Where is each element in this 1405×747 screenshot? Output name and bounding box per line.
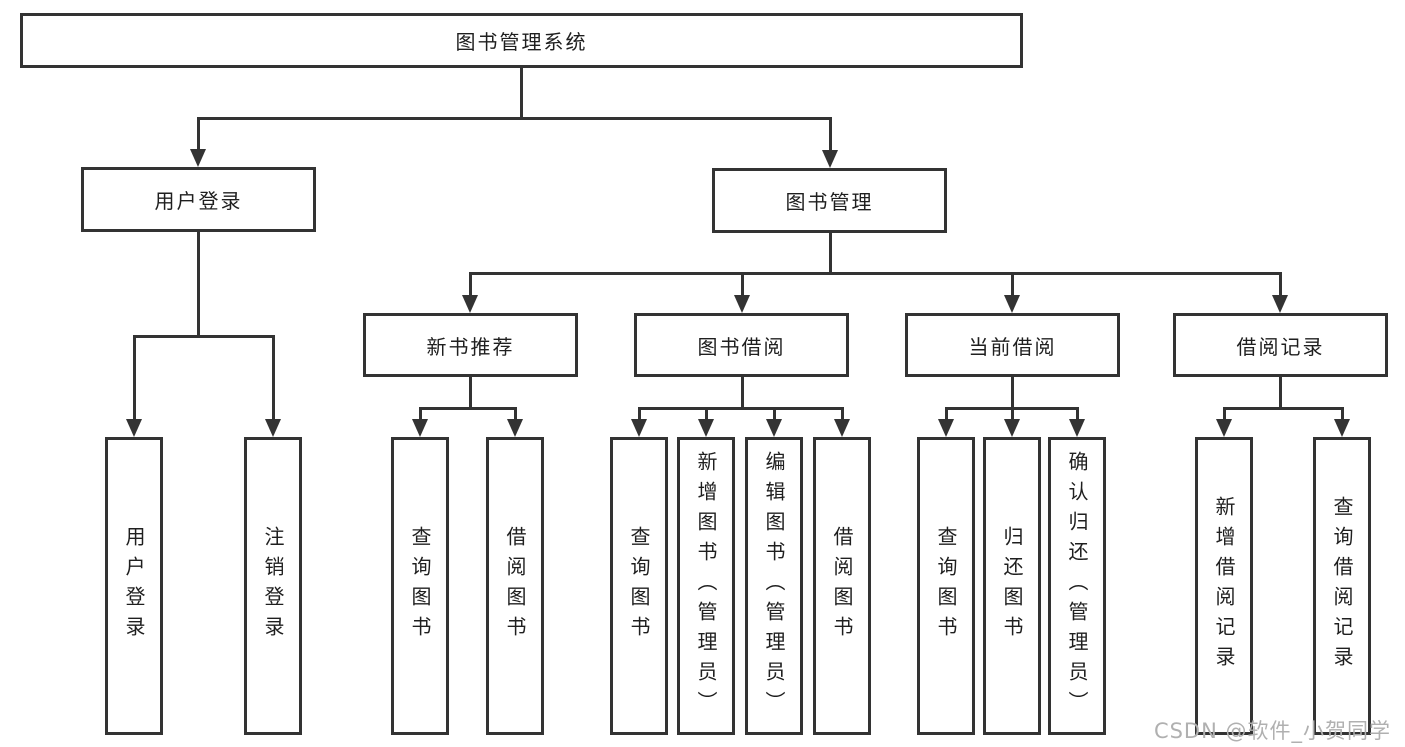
connector-line: [1010, 408, 1014, 422]
node-label-b3: 编辑图书（管理员）: [762, 451, 786, 721]
arrow-down-icon: [126, 419, 142, 437]
watermark: CSDN @软件_小贺同学: [1153, 719, 1391, 743]
node-mgmt: 图书管理: [712, 168, 947, 233]
node-label-newbook: 新书推荐: [426, 334, 515, 359]
node-label-b4: 借阅图书: [830, 526, 854, 646]
node-label-borrow: 图书借阅: [697, 334, 786, 359]
connector-line: [828, 118, 832, 153]
connector-line: [828, 233, 832, 273]
connector-line: [1222, 406, 1344, 410]
connector-line: [637, 406, 844, 410]
node-b2: 新增图书（管理员）: [677, 437, 735, 735]
connector-line: [772, 408, 776, 422]
node-u1: 用户登录: [105, 437, 163, 735]
node-label-u1: 用户登录: [122, 526, 146, 646]
arrow-down-icon: [766, 419, 782, 437]
node-label-n1: 查询图书: [408, 526, 432, 646]
arrow-down-icon: [938, 419, 954, 437]
arrow-down-icon: [698, 419, 714, 437]
node-c2: 归还图书: [983, 437, 1041, 735]
arrow-down-icon: [734, 295, 750, 313]
arrow-down-icon: [1216, 419, 1232, 437]
connector-line: [468, 271, 1282, 275]
connector-line: [637, 408, 641, 422]
connector-line: [519, 68, 523, 118]
connector-line: [132, 334, 275, 338]
connector-line: [271, 336, 275, 422]
connector-line: [1075, 408, 1079, 422]
node-records: 借阅记录: [1173, 313, 1388, 377]
connector-line: [196, 232, 200, 336]
connector-line: [196, 116, 832, 120]
node-root: 图书管理系统: [20, 13, 1023, 68]
node-c1: 查询图书: [917, 437, 975, 735]
arrow-down-icon: [507, 419, 523, 437]
arrow-down-icon: [462, 295, 478, 313]
connector-line: [196, 118, 200, 152]
connector-line: [704, 408, 708, 422]
arrow-down-icon: [412, 419, 428, 437]
node-u2: 注销登录: [244, 437, 302, 735]
arrow-down-icon: [1069, 419, 1085, 437]
arrow-down-icon: [265, 419, 281, 437]
connector-line: [132, 336, 136, 422]
node-borrow: 图书借阅: [634, 313, 849, 377]
node-label-current: 当前借阅: [968, 334, 1057, 359]
arrow-down-icon: [190, 149, 206, 167]
connector-line: [468, 377, 472, 408]
connector-line: [740, 273, 744, 298]
node-label-u2: 注销登录: [261, 526, 285, 646]
node-n1: 查询图书: [391, 437, 449, 735]
arrow-down-icon: [1004, 295, 1020, 313]
arrow-down-icon: [834, 419, 850, 437]
node-r2: 查询借阅记录: [1313, 437, 1371, 735]
node-label-mgmt: 图书管理: [785, 190, 874, 214]
connector-line: [1340, 408, 1344, 422]
node-label-r2: 查询借阅记录: [1330, 496, 1354, 676]
connector-line: [1278, 273, 1282, 298]
node-label-b1: 查询图书: [627, 526, 651, 646]
node-b1: 查询图书: [610, 437, 668, 735]
node-current: 当前借阅: [905, 313, 1120, 377]
arrow-down-icon: [822, 150, 838, 168]
connector-line: [418, 406, 517, 410]
node-label-records: 借阅记录: [1236, 334, 1325, 359]
arrow-down-icon: [631, 419, 647, 437]
node-c3: 确认归还（管理员）: [1048, 437, 1106, 735]
connector-line: [1010, 377, 1014, 408]
connector-line: [1010, 273, 1014, 298]
node-label-login: 用户登录: [154, 189, 243, 213]
node-label-root: 图书管理系统: [455, 30, 588, 54]
node-n2: 借阅图书: [486, 437, 544, 735]
node-b4: 借阅图书: [813, 437, 871, 735]
connector-line: [1222, 408, 1226, 422]
connector-line: [840, 408, 844, 422]
node-label-c3: 确认归还（管理员）: [1065, 451, 1089, 721]
connector-line: [513, 408, 517, 422]
connector-line: [468, 273, 472, 298]
connector-line: [944, 408, 948, 422]
connector-line: [418, 408, 422, 422]
node-login: 用户登录: [81, 167, 316, 232]
connector-line: [740, 377, 744, 408]
node-r1: 新增借阅记录: [1195, 437, 1253, 735]
arrow-down-icon: [1272, 295, 1288, 313]
node-label-n2: 借阅图书: [503, 526, 527, 646]
arrow-down-icon: [1334, 419, 1350, 437]
node-label-c2: 归还图书: [1000, 526, 1024, 646]
node-label-r1: 新增借阅记录: [1212, 496, 1236, 676]
connector-line: [1278, 377, 1282, 408]
node-label-b2: 新增图书（管理员）: [694, 451, 718, 721]
node-b3: 编辑图书（管理员）: [745, 437, 803, 735]
node-label-c1: 查询图书: [934, 526, 958, 646]
node-newbook: 新书推荐: [363, 313, 578, 377]
arrow-down-icon: [1004, 419, 1020, 437]
